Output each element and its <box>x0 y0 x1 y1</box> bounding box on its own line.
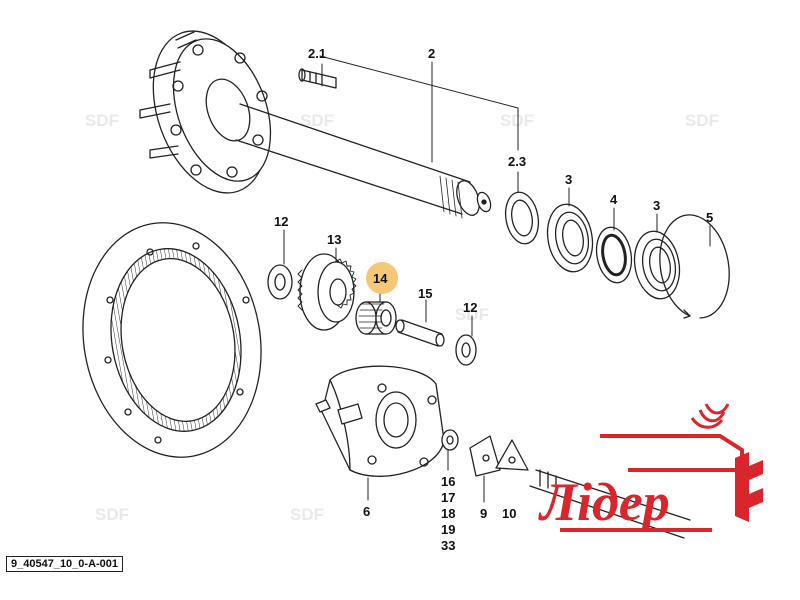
ring-gear <box>82 222 262 458</box>
callout-label: 16 <box>441 474 455 489</box>
watermark: SDF <box>95 505 129 524</box>
callout-label: 13 <box>327 232 341 247</box>
washer <box>267 264 293 300</box>
watermark: SDF <box>685 111 719 130</box>
callout-label: 17 <box>441 490 455 505</box>
callout-label: 3 <box>653 198 660 213</box>
washer <box>455 334 477 366</box>
bearing <box>633 230 681 300</box>
callout-label: 6 <box>363 504 370 519</box>
callout-label: 18 <box>441 506 455 521</box>
wheat-icon <box>690 403 730 429</box>
planet-carrier <box>315 365 445 477</box>
callout-label: 33 <box>441 538 455 553</box>
needle-bearing <box>355 301 397 335</box>
watermark: SDF <box>500 111 534 130</box>
axle-flange <box>139 30 272 194</box>
gear-icon <box>735 452 763 522</box>
callout-label: 15 <box>418 286 432 301</box>
planet-gear <box>297 253 357 331</box>
callout-labels: 2.1 2 2.3 3 4 3 5 12 13 14 15 12 6 16 17… <box>274 46 713 553</box>
lider-logo: Лідер <box>538 403 763 532</box>
seal-ring <box>504 191 540 245</box>
axle-shaft <box>235 103 492 219</box>
drawing-code: 9_40547_10_0-A-001 <box>6 556 124 572</box>
callout-label: 2.3 <box>508 154 526 169</box>
watermark-group: SDF SDF SDF SDF SDF SDF SDF <box>85 111 719 524</box>
watermark: SDF <box>455 305 489 324</box>
callout-label: 9 <box>480 506 487 521</box>
bearing <box>546 203 594 273</box>
callout-label: 10 <box>502 506 516 521</box>
watermark: SDF <box>85 111 119 130</box>
callout-label: 14 <box>373 271 388 286</box>
planet-pin <box>395 319 445 347</box>
callout-label: 2.1 <box>308 46 326 61</box>
callout-label: 2 <box>428 46 435 61</box>
callout-label: 5 <box>706 210 713 225</box>
callout-label: 19 <box>441 522 455 537</box>
logo-text: Лідер <box>538 472 670 532</box>
watermark: SDF <box>290 505 324 524</box>
wheel-stud <box>298 68 337 89</box>
triangle-plate <box>495 439 529 471</box>
callout-label: 12 <box>274 214 288 229</box>
lock-plate <box>469 435 501 477</box>
thrust-washer <box>441 429 459 451</box>
callout-label: 4 <box>610 192 618 207</box>
callout-label: 3 <box>565 172 572 187</box>
snap-ring <box>659 214 730 319</box>
o-ring-seal <box>595 226 633 284</box>
callout-label: 12 <box>463 300 477 315</box>
watermark: SDF <box>300 111 334 130</box>
highlight-marker <box>366 262 398 294</box>
